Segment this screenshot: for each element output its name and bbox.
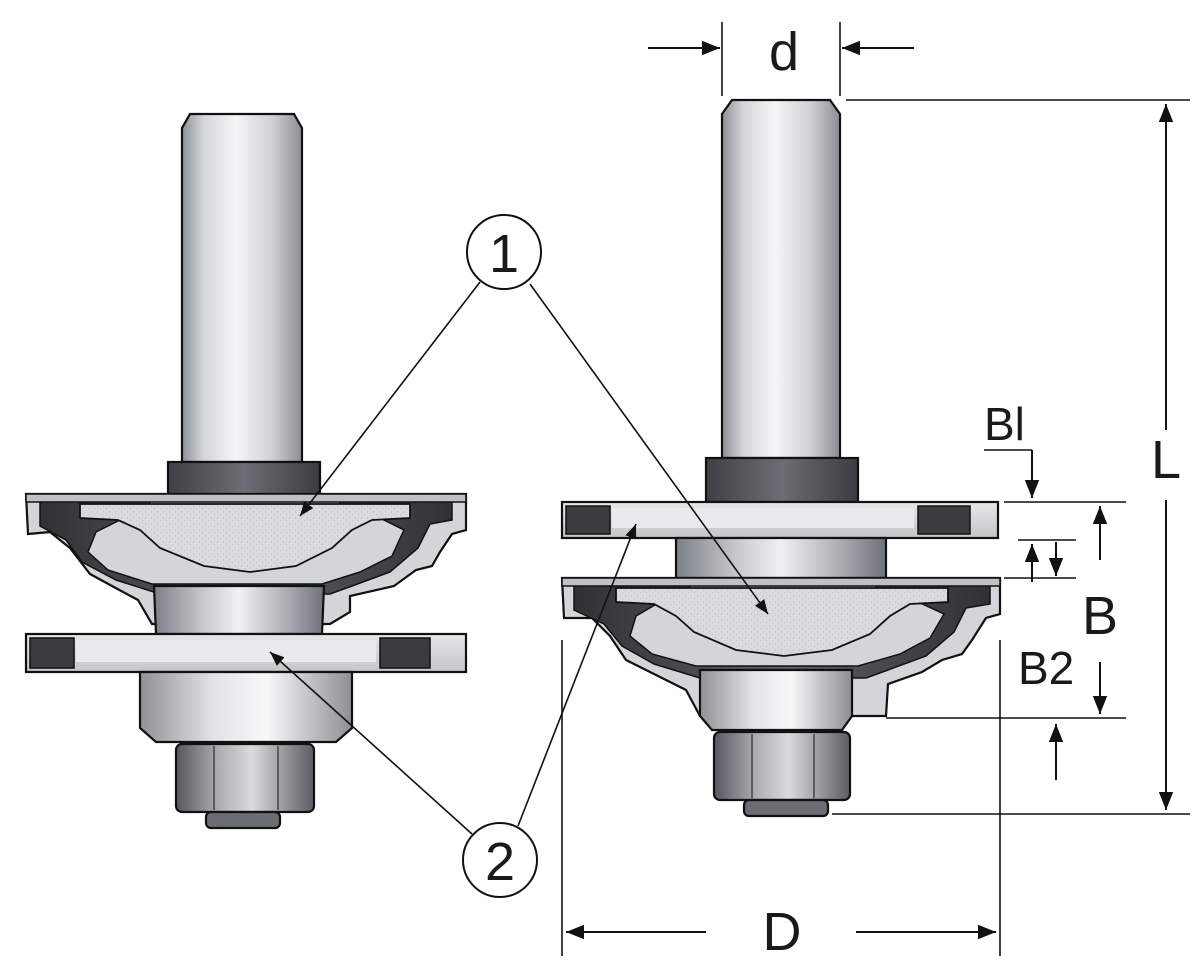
callout-1-label: 1 [489,224,519,284]
left-shank [180,112,304,464]
callout-1-circle [466,214,542,290]
left-profile-cutter [24,492,468,626]
left-router-bit [24,112,468,830]
dimension-L: L [832,99,1190,815]
left-hub [152,584,326,636]
callout-2-leader-left [269,651,473,835]
dimension-L-label: L [1151,430,1181,490]
right-shank [720,98,842,460]
right-shank-collar [704,456,860,504]
dimension-B-label: B [1082,586,1118,646]
left-plate-cutter [24,632,468,674]
dimension-Bl-label: Bl [984,398,1025,450]
right-router-bit [560,98,1002,818]
callout-1-leader-left [299,281,481,517]
right-spacer [674,536,888,580]
dimension-D-label: D [763,902,802,962]
dimension-Bl: Bl [984,398,1126,582]
callout-2-leader-right [517,523,637,827]
left-bearing [138,670,354,744]
right-bolt-tip [742,798,830,818]
callout-2-circle [462,822,538,898]
dimension-D: D [561,640,1001,962]
right-profile-cutter [560,576,1002,718]
right-nut [712,730,852,802]
left-shank-collar [166,460,322,498]
callout-1: 1 [299,214,769,615]
dimension-d: d [648,22,914,96]
callout-2-label: 2 [485,832,515,892]
dimension-B: B [886,506,1126,719]
dimension-B2-label: B2 [1018,642,1074,694]
right-plate-cutter [560,500,1000,540]
left-bolt-tip [204,810,282,830]
dimension-B2: B2 [1018,642,1074,780]
callout-2: 2 [269,523,637,898]
right-bearing [698,668,854,732]
dimension-d-label: d [769,22,799,82]
callout-1-leader-right [529,283,769,615]
left-nut [174,742,316,814]
